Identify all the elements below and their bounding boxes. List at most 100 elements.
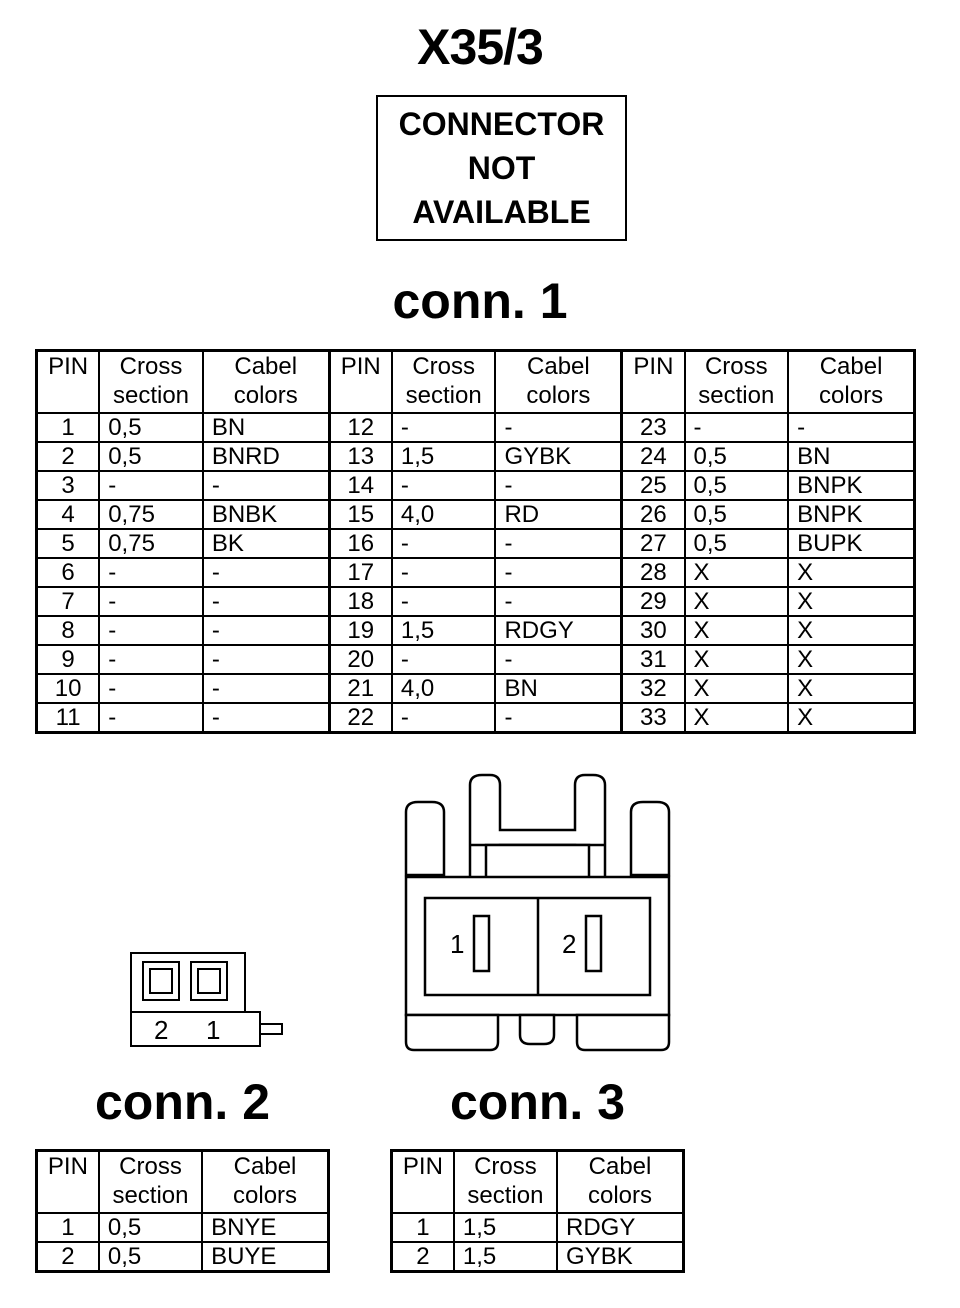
pin-number-cell: 27: [620, 528, 686, 559]
conn3-title: conn. 3: [449, 1074, 626, 1130]
table-cell: -: [98, 615, 204, 646]
pin-number-cell: 3: [35, 470, 101, 501]
pin-number-cell: 14: [327, 470, 393, 501]
table-cell: -: [494, 412, 623, 443]
pin-number-cell: 8: [35, 615, 101, 646]
table-cell: 0,5: [98, 412, 204, 443]
connector-not-available-notice: CONNECTOR NOT AVAILABLE: [376, 95, 627, 241]
table-cell: -: [201, 557, 331, 588]
header-text: Cross: [119, 353, 183, 380]
pin-number-cell: 13: [327, 441, 393, 472]
conn2-connector-drawing: 2 1: [130, 952, 283, 1047]
conn3-pin-label: 2: [562, 929, 576, 959]
th-pin: PIN: [35, 349, 101, 414]
pin-number-cell: 31: [620, 644, 686, 675]
table-cell: BNRD: [201, 441, 331, 472]
pin-number-cell: 17: [327, 557, 393, 588]
pin-number-cell: 22: [327, 702, 393, 734]
pin-number-cell: 2: [390, 1241, 455, 1273]
table-cell: -: [201, 673, 331, 704]
header-text: section: [112, 382, 190, 409]
table-cell: -: [494, 644, 623, 675]
table-cell: GYBK: [494, 441, 623, 472]
header-text: section: [467, 1182, 544, 1209]
table-cell: 0,5: [683, 470, 790, 501]
table-cell: BNPK: [787, 499, 916, 530]
table-cell: -: [390, 528, 497, 559]
header-text: colors: [526, 382, 591, 409]
pin-number-cell: 23: [620, 412, 686, 443]
table-cell: BUPK: [787, 528, 916, 559]
header-text: colors: [587, 1182, 653, 1209]
header-text: section: [112, 1182, 189, 1209]
page-title: X35/3: [417, 19, 544, 75]
pin-number-cell: 16: [327, 528, 393, 559]
table-cell: RDGY: [556, 1212, 685, 1243]
table-cell: BNBK: [201, 499, 331, 530]
table-cell: -: [494, 557, 623, 588]
th-pin: PIN: [390, 1149, 455, 1214]
pin-number-cell: 21: [327, 673, 393, 704]
table-cell: -: [98, 586, 204, 617]
table-cell: -: [494, 702, 623, 734]
table-cell: 4,0: [390, 499, 497, 530]
table-cell: X: [683, 557, 790, 588]
header-text: PIN: [48, 353, 89, 380]
pin-number-cell: 30: [620, 615, 686, 646]
pin-number-cell: 1: [35, 1212, 100, 1243]
table-cell: BNPK: [787, 470, 916, 501]
header-text: Cabel: [527, 353, 590, 380]
table-cell: X: [787, 702, 916, 734]
table-cell: 0,75: [98, 528, 204, 559]
header-text: colors: [233, 382, 298, 409]
conn2-pin-label: 1: [206, 1015, 220, 1045]
pin-number-cell: 1: [390, 1212, 455, 1243]
table-cell: BN: [787, 441, 916, 472]
pin-number-cell: 4: [35, 499, 101, 530]
table-cell: -: [98, 702, 204, 734]
table-cell: BN: [494, 673, 623, 704]
header-text: PIN: [47, 1153, 88, 1180]
pin-number-cell: 11: [35, 702, 101, 734]
table-cell: 0,5: [683, 441, 790, 472]
notice-line: NOT: [467, 150, 536, 186]
pin-number-cell: 19: [327, 615, 393, 646]
header-text: PIN: [340, 353, 381, 380]
header-text: Cross: [412, 353, 475, 380]
table-cell: -: [390, 586, 497, 617]
header-text: Cabel: [819, 353, 883, 380]
table-cell: X: [787, 615, 916, 646]
table-cell: -: [390, 644, 497, 675]
table-cell: -: [98, 673, 204, 704]
header-text: section: [698, 382, 775, 409]
pin-number-cell: 18: [327, 586, 393, 617]
table-cell: RD: [494, 499, 623, 530]
pin-number-cell: 6: [35, 557, 101, 588]
conn1-title: conn. 1: [392, 273, 568, 329]
table-cell: X: [683, 586, 790, 617]
conn3-connector-drawing: 1 2: [404, 773, 671, 1052]
table-cell: -: [494, 586, 623, 617]
header-text: Cross: [119, 1153, 182, 1180]
table-cell: -: [390, 702, 497, 734]
table-cell: -: [390, 412, 497, 443]
table-cell: 0,5: [683, 528, 790, 559]
table-cell: -: [201, 644, 331, 675]
table-cell: -: [390, 557, 497, 588]
table-cell: -: [98, 644, 204, 675]
